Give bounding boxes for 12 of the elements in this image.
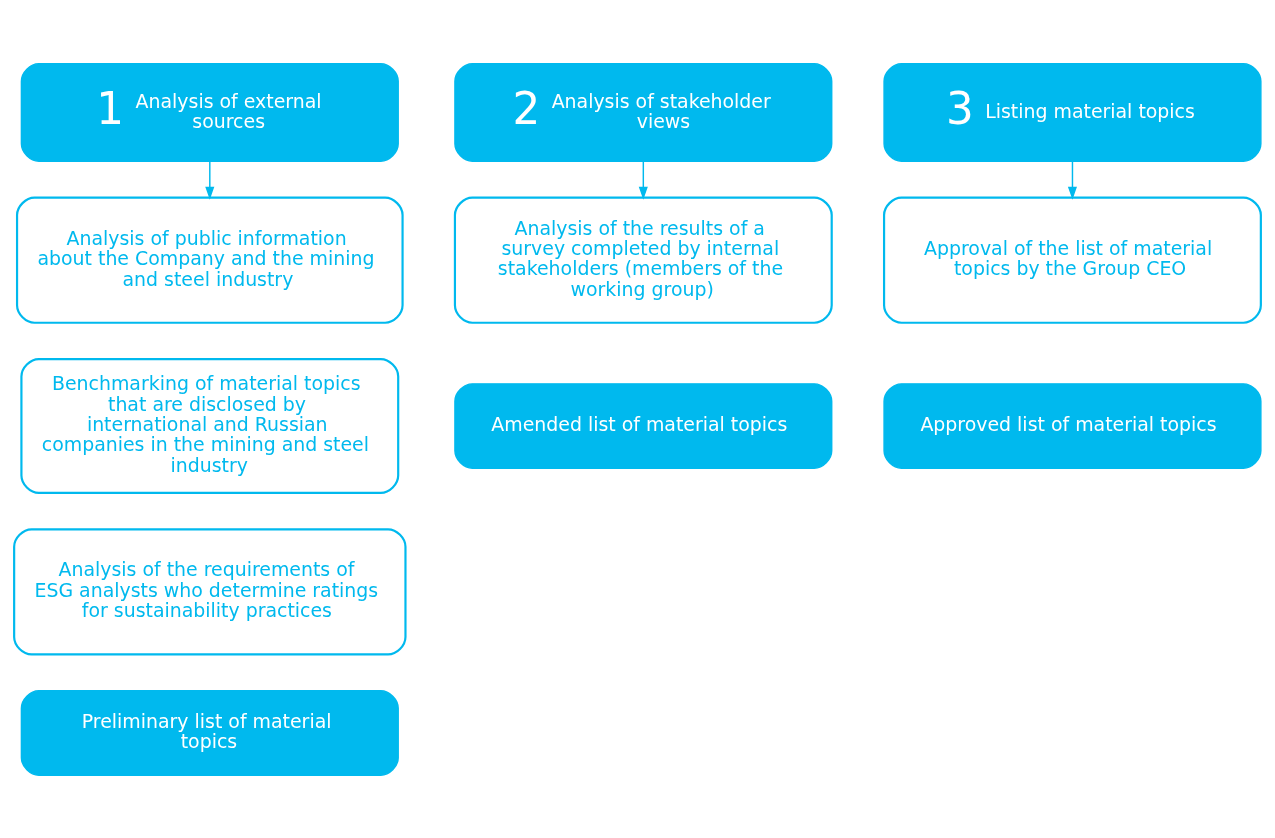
node-box: 3 Listing material topics bbox=[883, 62, 1262, 162]
node-box: Analysis of the results of a survey completed by internal stakeholders (members of the working group) bbox=[453, 196, 833, 324]
arrow bbox=[205, 160, 215, 200]
node-box: Analysis of the requirements of ESG analysts who determine ratings for sustainability practices bbox=[13, 527, 407, 656]
node-box: Benchmarking of material topics that are disclosed by international and Russian companies in the mining and steel industry bbox=[20, 357, 400, 494]
arrow bbox=[1067, 160, 1078, 200]
node-box: Approved list of material topics bbox=[883, 382, 1262, 469]
arrow bbox=[638, 160, 648, 200]
node-box: Amended list of material topics bbox=[454, 382, 833, 469]
node-box: Analysis of public information about the Company and the mining and steel industry bbox=[15, 196, 404, 324]
node-box: Approval of the list of material topics by the Group CEO bbox=[883, 196, 1262, 324]
node-box: Preliminary list of material topics bbox=[20, 689, 399, 776]
